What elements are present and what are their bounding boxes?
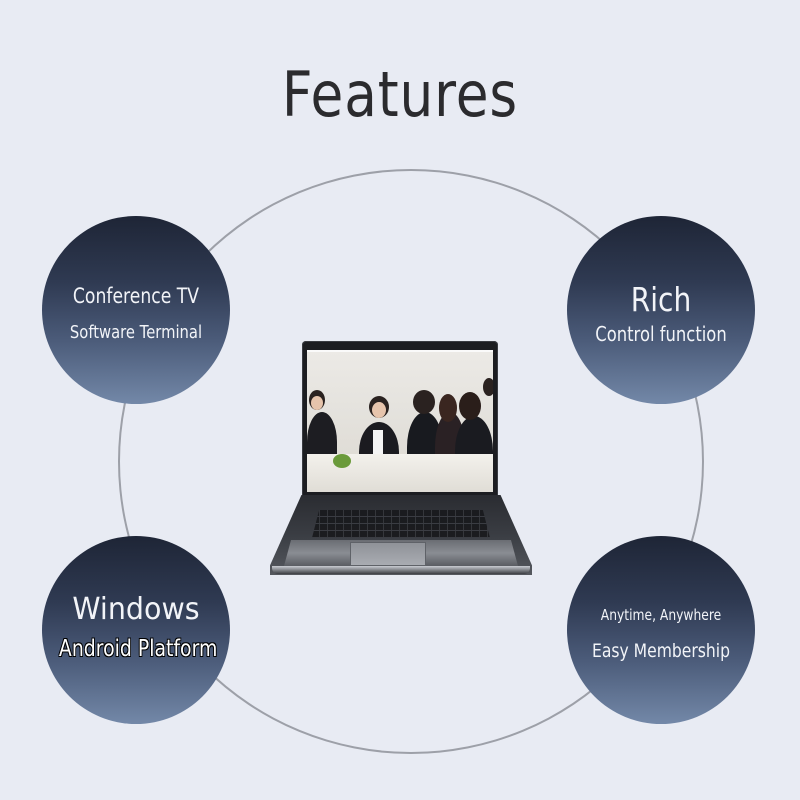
feature-subtitle: Control function — [595, 322, 727, 346]
plant — [333, 454, 351, 468]
feature-bubble-platforms: Windows Android Platform — [42, 536, 230, 724]
feature-title: Anytime, Anywhere — [600, 606, 722, 624]
feature-bubble-membership: Anytime, Anywhere Easy Membership — [567, 536, 755, 724]
laptop-keyboard — [312, 510, 490, 538]
connector-ring — [118, 169, 704, 754]
feature-title: Rich — [630, 280, 692, 319]
feature-subtitle: Easy Membership — [592, 640, 730, 662]
feature-title: Windows — [72, 592, 200, 627]
laptop-lid — [302, 341, 498, 496]
page-title: Features — [281, 58, 519, 131]
feature-subtitle: Software Terminal — [69, 322, 203, 343]
laptop-front-edge — [272, 566, 530, 574]
feature-title: Conference TV — [72, 284, 200, 308]
feature-bubble-rich-control: Rich Control function — [567, 216, 755, 404]
feature-bubble-conference-tv: Conference TV Software Terminal — [42, 216, 230, 404]
feature-subtitle: Android Platform — [58, 636, 218, 662]
laptop-touchpad — [350, 542, 426, 566]
meeting-photo — [307, 350, 493, 492]
laptop-icon — [270, 340, 532, 578]
